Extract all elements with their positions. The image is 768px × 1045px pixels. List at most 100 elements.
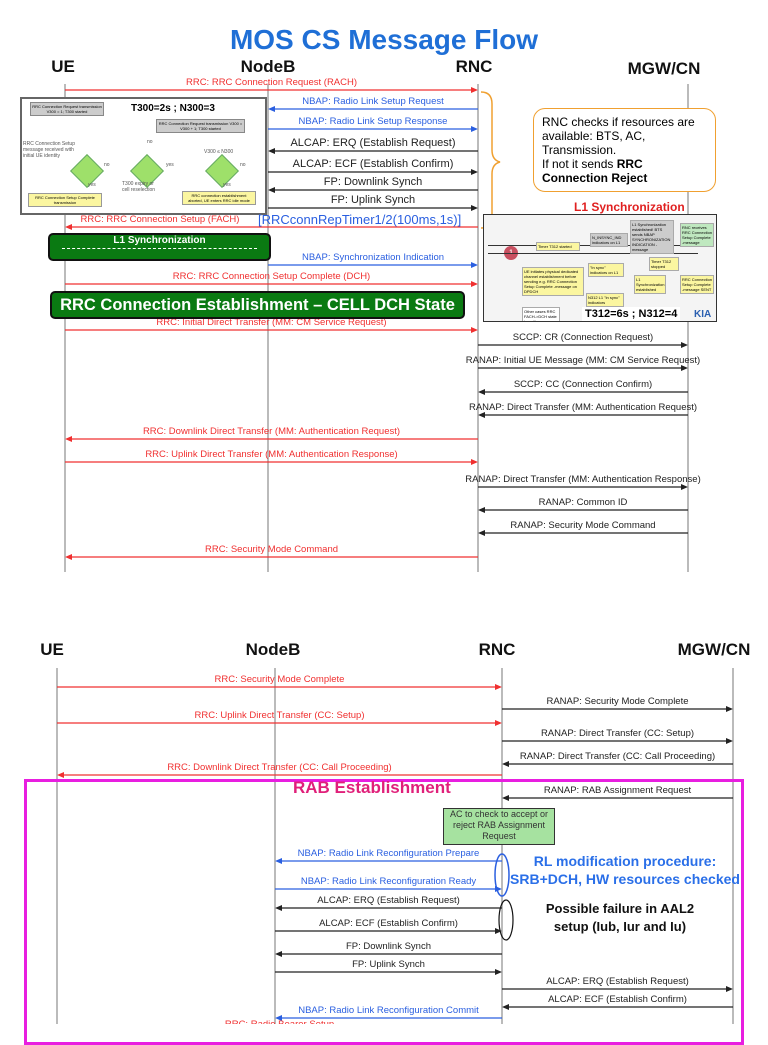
lifeline-header-ue: UE (51, 57, 75, 76)
message-label: RANAP: RAB Assignment Request (544, 785, 692, 796)
rl-modification-note: RL modification procedure: SRB+DCH, HW r… (508, 852, 742, 888)
page-title: MOS CS Message Flow (229, 24, 539, 55)
note: Timer T312 stopped (649, 257, 679, 271)
callout-text2: If not it sends (542, 157, 617, 171)
message-label: FP: Downlink Synch (324, 176, 422, 188)
lifeline-header-rnc: RNC (455, 57, 493, 76)
arrowhead (268, 148, 275, 154)
lifeline-header-nodeb: NodeB (240, 57, 296, 76)
lifeline-header-mgw: MGW/CN (627, 59, 701, 78)
decision-diamond (70, 154, 104, 188)
note: "In sync" indicators on L1 (588, 263, 624, 277)
note-line: setup (Iub, Iur and Iu) (553, 919, 687, 934)
arrowhead (275, 1015, 282, 1021)
flowchart-box-retransmit: RRC Connection Request transmission V300… (156, 119, 245, 133)
lifeline-header-rnc: RNC (478, 640, 516, 659)
blue-ellipse (494, 853, 510, 897)
l1-sync-box: L1 Synchronization (48, 233, 271, 261)
message-label: SCCP: CR (Connection Request) (513, 332, 653, 343)
cell-dch-banner: RRC Connection Establishment – CELL DCH … (50, 291, 465, 319)
arrowhead (478, 412, 485, 418)
lifeline-header-nodeb: NodeB (245, 640, 301, 659)
arrowhead (478, 507, 485, 513)
flowchart-no: no (104, 162, 110, 168)
arrowhead (495, 969, 502, 975)
arrowhead (502, 761, 509, 767)
note: UE initiates physical dedicated channel … (522, 267, 584, 296)
message-label: RRC: RRC Connection Setup (FACH) (81, 214, 240, 225)
resource-check-callout: RNC checks if resources are available: B… (533, 108, 716, 192)
arrowhead (495, 684, 502, 690)
message-label: NBAP: Radio Link Reconfiguration Commit (298, 1005, 479, 1016)
arrowhead (726, 706, 733, 712)
note: Other cases RRC FACH->DCH state transiti… (522, 307, 560, 321)
arrowhead (681, 365, 688, 371)
message-label: NBAP: Radio Link Setup Response (299, 116, 448, 127)
message-label: RRC: RRC Connection Request (RACH) (186, 77, 357, 88)
message-label: FP: Uplink Synch (352, 959, 425, 970)
message-label: RANAP: Initial UE Message (MM: CM Servic… (466, 355, 700, 366)
arrowhead (471, 205, 478, 211)
note-line: RL modification procedure: (533, 853, 717, 869)
arrowhead (471, 262, 478, 268)
message-label: NBAP: Radio Link Setup Request (302, 96, 444, 107)
arrowhead (726, 738, 733, 744)
flowchart-yes: yes (166, 162, 174, 168)
bidirectional-dashed-arrow (62, 248, 257, 249)
flowchart-no: no (240, 162, 246, 168)
arrowhead (471, 281, 478, 287)
l1-params: T312=6s ; N312=4 (582, 307, 681, 321)
message-label: FP: Uplink Synch (331, 194, 415, 206)
note: L1 Synchronization established (634, 275, 666, 294)
flowchart-yes: yes (88, 182, 96, 188)
timer-label: [RRCconnRepTimer1/2(100ms,1s)] (258, 212, 462, 227)
note: N312 L1 "in sync" indicators (586, 293, 624, 307)
message-label: RANAP: Security Mode Command (510, 520, 655, 531)
message-label: RRC: Downlink Direct Transfer (CC: Call … (167, 762, 391, 773)
message-label: ALCAP: ERQ (Establish Request) (317, 895, 460, 906)
rab-title: RAB Establishment (293, 778, 451, 797)
arrowhead (275, 858, 282, 864)
l1-sync-label: L1 Synchronization (113, 235, 206, 246)
message-label: NBAP: Radio Link Reconfiguration Prepare (298, 848, 480, 859)
message-label: RRC: Uplink Direct Transfer (CC: Setup) (195, 710, 365, 721)
arrowhead (495, 928, 502, 934)
flowchart-yes: yes (223, 182, 231, 188)
message-label: RRC: Uplink Direct Transfer (MM: Authent… (145, 449, 397, 460)
lifeline-header-mgw: MGW/CN (677, 640, 751, 659)
note-line: Possible failure in AAL2 (545, 901, 695, 916)
l1-sync-image: 1 Timer T312 started N_INSYNC_IND indica… (483, 214, 717, 322)
arrowhead (268, 187, 275, 193)
orange-brace (480, 91, 501, 229)
arrowhead (681, 484, 688, 490)
arrowhead (478, 530, 485, 536)
message-label: ALCAP: ERQ (Establish Request) (546, 976, 689, 987)
message-label: NBAP: Synchronization Indication (302, 252, 444, 263)
flowchart-cond1: RRC Connection Setup message received wi… (23, 141, 75, 159)
logo: KIA (694, 309, 712, 320)
message-label: NBAP: Radio Link Reconfiguration Ready (301, 876, 477, 887)
arrowhead (471, 327, 478, 333)
message-label: RANAP: Security Mode Complete (546, 696, 688, 707)
note-line: SRB+DCH, HW resources checked (510, 871, 740, 887)
message-label: RRC: Initial Direct Transfer (MM: CM Ser… (156, 317, 386, 328)
note: Timer T312 started (536, 242, 580, 251)
aal2-failure-note: Possible failure in AAL2 setup (Iub, Iur… (530, 900, 710, 936)
arrowhead (495, 886, 502, 892)
callout-bold: RRC Connection Reject (542, 157, 648, 185)
arrowhead (681, 342, 688, 348)
message-label: FP: Downlink Synch (346, 941, 431, 952)
sequence-diagram: RRC: RRC Connection Request (RACH) NBAP: … (56, 77, 734, 1024)
arrowhead (502, 1004, 509, 1010)
message-label: RANAP: Common ID (539, 497, 628, 508)
message-label: RRC: Security Mode Complete (215, 674, 345, 685)
arrowhead (275, 905, 282, 911)
arrowhead (502, 795, 509, 801)
arrowhead (471, 459, 478, 465)
note: N_INSYNC_IND indicators on L1 (590, 233, 628, 247)
message-label: RANAP: Direct Transfer (MM: Authenticati… (469, 402, 697, 413)
message-label: ALCAP: ECF (Establish Confirm) (293, 158, 454, 170)
message-label: RANAP: Direct Transfer (CC: Call Proceed… (520, 751, 715, 762)
callout-text: RNC checks if resources are available: B… (542, 115, 695, 157)
message-label: ALCAP: ECF (Establish Confirm) (548, 994, 687, 1005)
